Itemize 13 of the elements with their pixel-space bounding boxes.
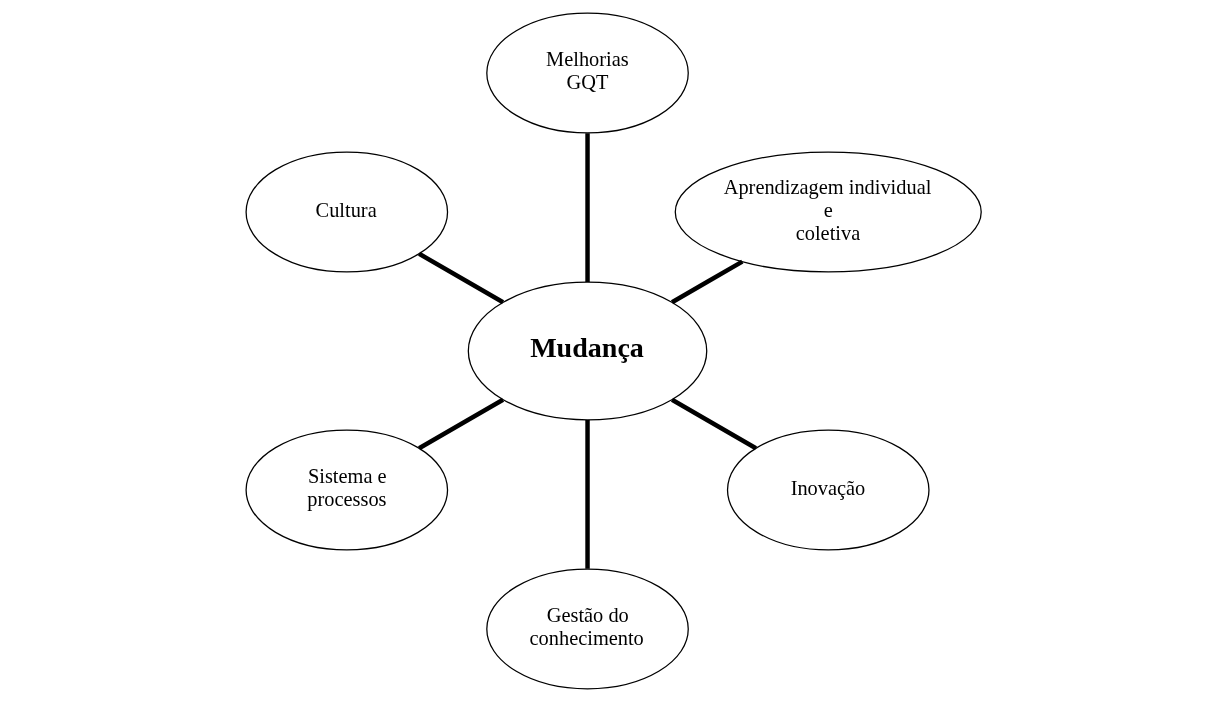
connector	[417, 251, 504, 305]
node-ellipse: Cultura	[244, 151, 448, 273]
node-ellipse: Sistema e processos	[244, 429, 448, 551]
node-ellipse: Mudança	[467, 281, 707, 421]
node-ellipse: Melhorias GQT	[485, 12, 689, 134]
connector	[584, 420, 590, 569]
node-ellipse: Inovação	[726, 429, 930, 551]
node-ellipse: Gestão do conhecimento	[485, 568, 689, 690]
connector	[584, 133, 590, 282]
connector	[670, 397, 757, 451]
connector	[670, 259, 743, 305]
connector	[417, 397, 504, 451]
node-ellipse: Aprendizagem individual e coletiva	[674, 151, 982, 273]
